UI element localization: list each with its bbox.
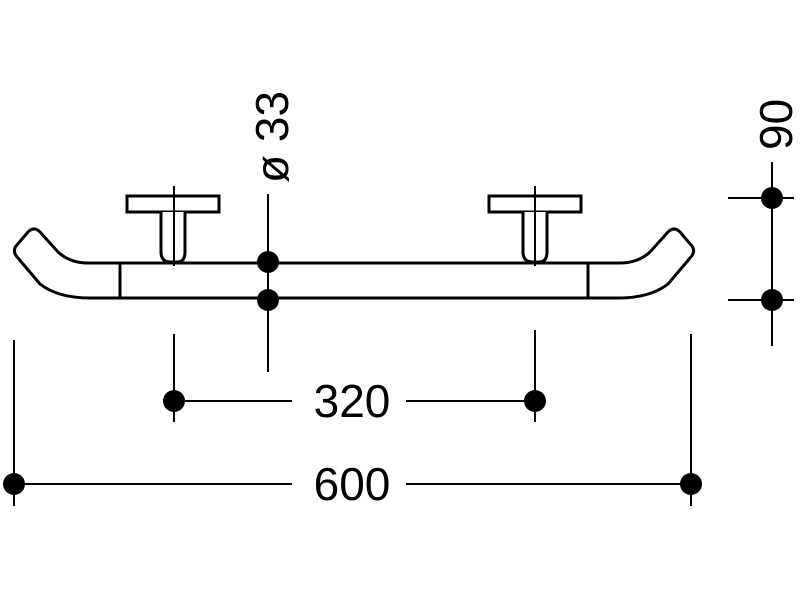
post-spacing-dimension: 320 <box>163 330 546 427</box>
diameter-marker-bottom <box>257 289 279 311</box>
diameter-marker-top <box>257 251 279 273</box>
offset-marker-top <box>761 187 783 209</box>
grab-bar <box>12 227 696 300</box>
length-marker-left <box>3 473 25 495</box>
length-label: 600 <box>314 458 391 510</box>
diameter-label: ø 33 <box>246 91 298 183</box>
grab-bar-outline <box>12 227 696 300</box>
offset-dimension: 90 <box>728 99 802 346</box>
spacing-marker-right <box>524 390 546 412</box>
spacing-label: 320 <box>314 375 391 427</box>
overall-length-dimension: 600 <box>3 334 702 510</box>
spacing-marker-left <box>163 390 185 412</box>
offset-marker-bottom <box>761 289 783 311</box>
mounting-post-right <box>487 186 583 266</box>
offset-label: 90 <box>750 99 802 150</box>
diameter-dimension: ø 33 <box>246 91 298 372</box>
mounting-post-left <box>125 186 221 266</box>
length-marker-right <box>680 473 702 495</box>
